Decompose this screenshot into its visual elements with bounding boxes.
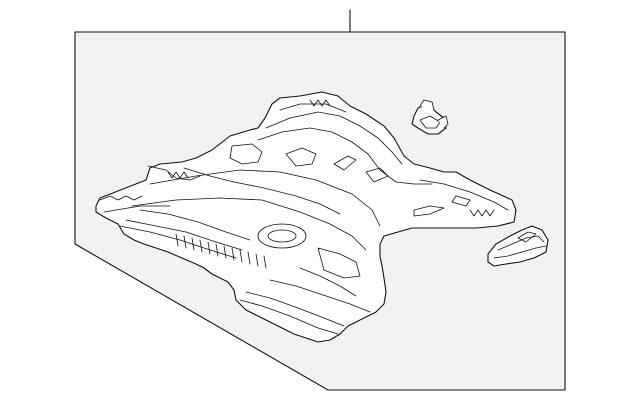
front-edge-wave: [99, 195, 143, 201]
right-wing-slot: [413, 205, 445, 217]
left-sill-corrugation: [175, 233, 267, 269]
right-wing-wave: [469, 209, 495, 217]
seat-rib-2: [125, 219, 243, 251]
front-edge-flange: [103, 205, 171, 213]
center-tunnel-right: [131, 197, 367, 251]
crossmember-wave: [167, 171, 189, 179]
rear-deck-edge: [279, 103, 347, 113]
rear-deck-wave: [309, 99, 331, 107]
floor-pan-outline: [95, 91, 517, 343]
left-sill-edge-2: [245, 291, 345, 327]
rear-lower-rib: [299, 267, 357, 297]
clip-wing: [437, 115, 449, 129]
crossmember-mid: [229, 143, 263, 165]
rear-lower-pocket: [317, 247, 361, 279]
retainer-clip: [411, 99, 449, 135]
center-tunnel-left: [149, 169, 381, 227]
spare-tire-well: [257, 223, 307, 249]
bracket-slot: [517, 231, 537, 243]
crossmember-rear: [285, 147, 317, 167]
clip-top-tab: [419, 99, 435, 111]
tunnel-ridge: [183, 167, 341, 215]
seat-rib-3: [139, 209, 251, 241]
left-sill-inner: [269, 279, 371, 313]
spare-tire-well-inner: [267, 229, 297, 243]
right-wing-rib: [419, 179, 509, 211]
seat-rib-1: [119, 225, 237, 259]
crossmember-front: [147, 165, 201, 181]
rear-bracket: [487, 225, 549, 267]
clip-inner: [419, 115, 441, 129]
rear-deck-step: [257, 127, 433, 185]
right-wing-slot-2: [451, 195, 471, 207]
rear-panel-slot: [333, 155, 357, 171]
bracket-lip: [493, 245, 547, 259]
bracket-ridge: [497, 235, 545, 251]
floor-pan: [95, 91, 517, 343]
left-sill-edge: [239, 299, 339, 335]
rear-deck-ridge: [265, 111, 403, 165]
rear-panel-slot-2: [365, 167, 389, 183]
